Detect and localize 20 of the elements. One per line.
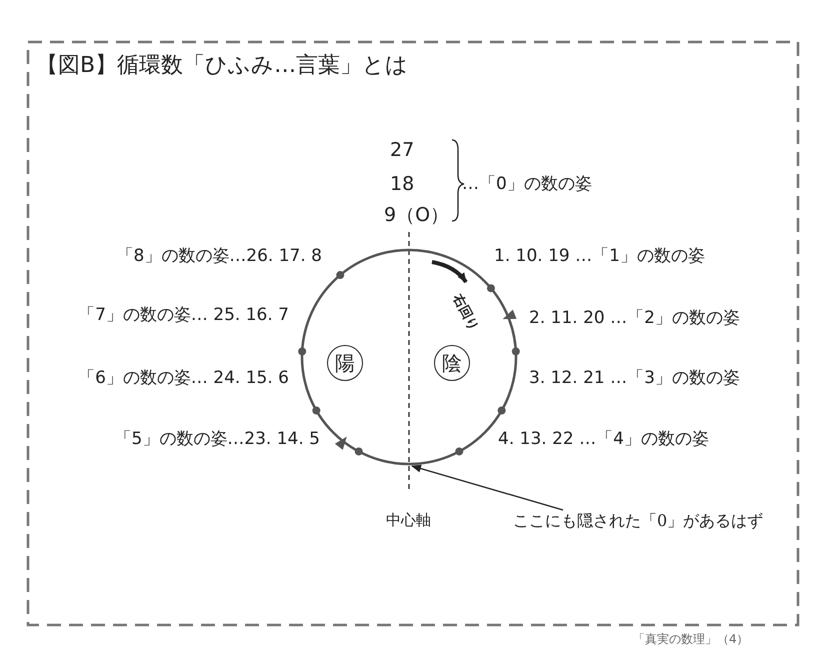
direction-label: 右回り [449, 292, 481, 334]
number-label: 27 [390, 140, 414, 160]
number-label: 18 [390, 174, 414, 194]
title: 【図B】循環数「ひふみ…言葉」とは [36, 52, 408, 80]
annotation-text: 「8」の数の姿…26. 17. 8 [116, 246, 322, 266]
note-text: ここにも隠された「0」があるはず [513, 511, 764, 531]
circled-character: 陽 [327, 345, 363, 381]
annotation-text: 1. 10. 19 …「1」の数の姿 [494, 246, 705, 266]
annotation-text: 4. 13. 22 …「4」の数の姿 [498, 429, 709, 449]
annotation-text: 3. 12. 21 …「3」の数の姿 [529, 368, 740, 388]
circled-character: 陰 [434, 345, 470, 381]
annotation-text: …「0」の数の姿 [462, 174, 592, 194]
annotation-text: 「7」の数の姿… 25. 16. 7 [78, 305, 289, 325]
annotation-text: 「6」の数の姿… 24. 15. 6 [78, 368, 289, 388]
annotation-text: 2. 11. 20 …「2」の数の姿 [529, 308, 740, 328]
source-note: 「真実の数理」（4） [633, 631, 749, 648]
leader-line [411, 464, 564, 511]
annotation-text: 「5」の数の姿…23. 14. 5 [114, 429, 320, 449]
axis-label: 中心軸 [386, 510, 431, 530]
number-label: 9（O） [384, 205, 450, 225]
